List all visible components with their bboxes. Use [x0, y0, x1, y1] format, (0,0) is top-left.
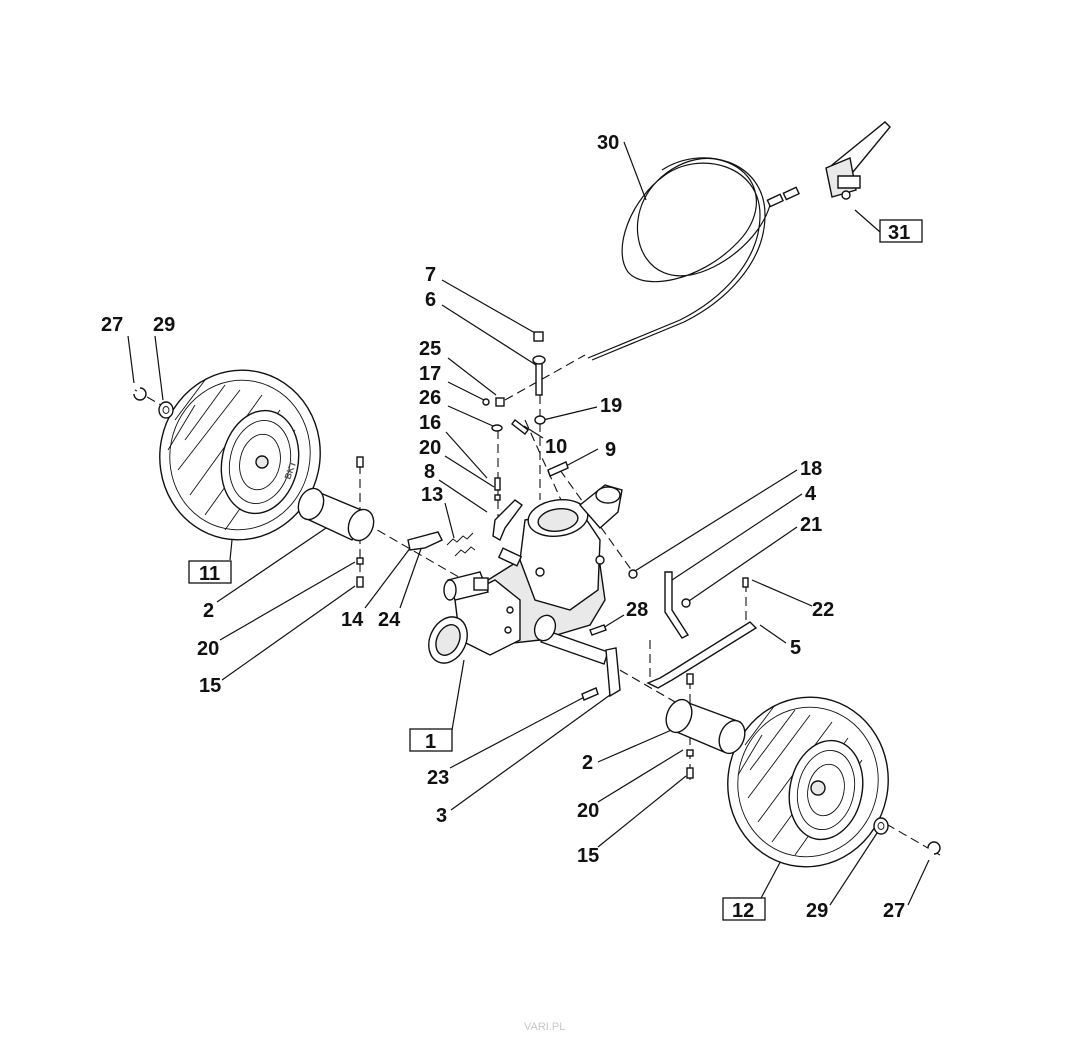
callout-15: 15: [577, 845, 599, 867]
bracket-4: [664, 571, 690, 639]
callout-2: 2: [582, 752, 593, 774]
circlip-left: [133, 387, 147, 401]
bolt-6: [535, 359, 543, 396]
callout-8: 8: [424, 461, 435, 483]
latch-14: [407, 531, 443, 551]
box-31: [879, 219, 923, 243]
callout-16: 16: [419, 412, 441, 434]
callout-23: 23: [427, 767, 449, 789]
callout-27: 27: [101, 314, 123, 336]
callout-14: 14: [341, 609, 364, 631]
callout-31: 31: [888, 222, 910, 244]
callout-11: 11: [199, 563, 220, 585]
nut-18: [628, 569, 638, 579]
throttle-cable: [587, 157, 800, 361]
callout-27: 27: [883, 900, 905, 922]
washer-19: [534, 415, 546, 425]
callout-29: 29: [153, 314, 175, 336]
callout-26: 26: [419, 387, 441, 409]
callout-30: 30: [597, 132, 619, 154]
callout-21: 21: [800, 514, 822, 536]
washer-left: [158, 401, 174, 419]
watermark: VARI.PL: [524, 1021, 565, 1033]
rod-5: [646, 621, 758, 689]
callout-5: 5: [790, 637, 801, 659]
gearbox-housing: [428, 484, 623, 665]
spring-13: [446, 532, 474, 546]
callout-3: 3: [436, 805, 447, 827]
callout-28: 28: [626, 599, 648, 621]
callout-20: 20: [197, 638, 219, 660]
nut-7: [533, 331, 544, 342]
callout-7: 7: [425, 264, 436, 286]
callout-13: 13: [421, 484, 443, 506]
callout-25: 25: [419, 338, 441, 360]
bracket-3: [605, 647, 621, 698]
box-11: [188, 560, 232, 584]
throttle-lever: [825, 121, 891, 200]
callout-18: 18: [800, 458, 822, 480]
callout-22: 22: [812, 599, 834, 621]
right-hub-tube: [665, 698, 746, 755]
callout-24: 24: [378, 609, 401, 631]
callout-20: 20: [419, 437, 441, 459]
washer-right: [873, 817, 889, 835]
callout-12: 12: [732, 900, 754, 922]
callout-19: 19: [600, 395, 622, 417]
callout-2: 2: [203, 600, 214, 622]
callout-17: 17: [419, 363, 441, 385]
left-wheel: BKT: [159, 369, 321, 541]
callout-29: 29: [806, 900, 828, 922]
callout-9: 9: [605, 439, 616, 461]
box-1: [409, 728, 453, 752]
callout-15: 15: [199, 675, 221, 697]
callout-1: 1: [425, 731, 436, 753]
callout-10: 10: [545, 436, 567, 458]
callout-4: 4: [805, 483, 817, 505]
pin-9: [547, 461, 569, 477]
callout-labels: 30 31 7 6 27 29 25 17 26 19 10 16 9 20 8…: [101, 132, 910, 922]
circlip-right: [927, 841, 941, 855]
right-wheel: [727, 696, 889, 868]
pin-10: [511, 419, 529, 435]
callout-6: 6: [425, 289, 436, 311]
left-hub-tube: [297, 487, 375, 542]
bracket-8: [492, 499, 523, 542]
callout-20: 20: [577, 800, 599, 822]
box-12: [722, 897, 766, 921]
